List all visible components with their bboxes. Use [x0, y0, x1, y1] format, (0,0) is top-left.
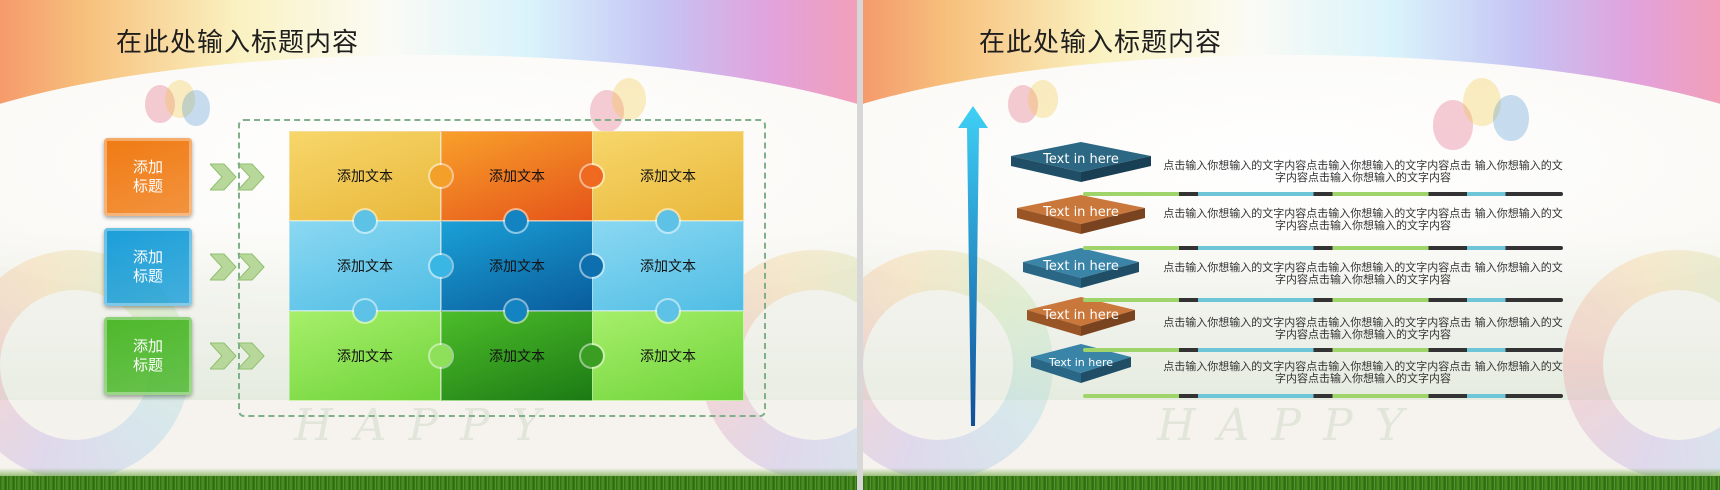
layer-description[interactable]: 点击输入你想输入的文字内容点击输入你想输入的文字内容点击 输入你想输入的文字内容… [1163, 316, 1563, 341]
puzzle-knob [354, 210, 376, 232]
puzzle-knob [657, 210, 679, 232]
balloon-decoration [1493, 95, 1529, 141]
balloon-decoration [1463, 78, 1501, 126]
layer-description[interactable]: 点击输入你想输入的文字内容点击输入你想输入的文字内容点击 输入你想输入的文字内容… [1163, 261, 1563, 286]
puzzle-knob [505, 300, 527, 322]
layer-label[interactable]: Text in here [1043, 308, 1119, 323]
divider-rule [1083, 394, 1563, 398]
puzzle-dashed-frame [238, 119, 766, 417]
puzzle-knob [430, 255, 452, 277]
puzzle-knob [505, 210, 527, 232]
puzzle-knob [581, 255, 603, 277]
puzzle-knob [581, 345, 603, 367]
balloon-decoration [145, 85, 175, 123]
double-chevron-icon [210, 163, 265, 191]
layer-label[interactable]: Text in here [1043, 205, 1119, 220]
puzzle-piece[interactable]: 添加文本 [592, 131, 744, 221]
puzzle-knob [581, 165, 603, 187]
side-title-label: 添加标题 [132, 337, 163, 374]
double-chevron-icon [210, 253, 265, 281]
puzzle-piece[interactable]: 添加文本 [289, 311, 441, 401]
puzzle-knob [430, 165, 452, 187]
puzzle-piece[interactable]: 添加文本 [592, 221, 744, 311]
puzzle-piece[interactable]: 添加文本 [289, 131, 441, 221]
layer-stack [1011, 142, 1151, 383]
grass-strip [863, 468, 1720, 490]
up-arrow-icon [958, 106, 988, 426]
divider-rule [1083, 298, 1563, 302]
balloon-decoration [182, 90, 210, 126]
rainbow-decoration [863, 250, 1053, 480]
slide-title[interactable]: 在此处输入标题内容 [116, 28, 360, 58]
puzzle-knob [430, 345, 452, 367]
balloon-decoration [590, 90, 624, 132]
slide-layers[interactable]: HAPPY 在此处输入标题内容 [863, 0, 1720, 490]
double-chevron-icon [210, 342, 265, 370]
layer-label[interactable]: Text in here [1048, 356, 1114, 369]
divider-rule [1083, 348, 1563, 352]
balloon-decoration [1028, 80, 1058, 118]
side-title-tile-green[interactable]: 添加标题 [104, 317, 192, 395]
happy-watermark: HAPPY [1157, 400, 1426, 451]
puzzle-piece[interactable]: 添加文本 [441, 221, 593, 311]
puzzle-knob [657, 300, 679, 322]
slide-puzzle[interactable]: HAPPY 在此处输入标题内容 添加标题 添加标题 添加标题 添加文本 添加文本… [0, 0, 857, 490]
layer-label[interactable]: Text in here [1043, 259, 1119, 274]
layer-label[interactable]: Text in here [1043, 152, 1119, 167]
side-title-label: 添加标题 [132, 248, 163, 285]
puzzle-piece[interactable]: 添加文本 [441, 311, 593, 401]
balloon-decoration [165, 80, 195, 118]
balloon-decoration [1008, 85, 1038, 123]
puzzle-piece[interactable]: 添加文本 [289, 221, 441, 311]
balloon-decoration [1433, 100, 1473, 150]
puzzle-piece[interactable]: 添加文本 [441, 131, 593, 221]
slide-title[interactable]: 在此处输入标题内容 [979, 28, 1223, 58]
layer-description[interactable]: 点击输入你想输入的文字内容点击输入你想输入的文字内容点击 输入你想输入的文字内容… [1163, 159, 1563, 184]
balloon-decoration [612, 78, 646, 120]
puzzle-knob [354, 300, 376, 322]
puzzle-grid: 添加文本 添加文本 添加文本 添加文本 添加文本 添加文本 添加文本 添加文本 … [289, 131, 744, 401]
side-title-label: 添加标题 [132, 158, 163, 195]
background-meadow [863, 230, 1720, 400]
divider-rule [1083, 246, 1563, 250]
puzzle-piece[interactable]: 添加文本 [592, 311, 744, 401]
layer-description[interactable]: 点击输入你想输入的文字内容点击输入你想输入的文字内容点击 输入你想输入的文字内容… [1163, 207, 1563, 232]
side-title-tile-blue[interactable]: 添加标题 [104, 228, 192, 306]
divider-rule [1083, 192, 1563, 196]
grass-strip [0, 468, 857, 490]
side-title-tile-orange[interactable]: 添加标题 [104, 138, 192, 216]
happy-watermark: HAPPY [294, 400, 563, 451]
layer-description[interactable]: 点击输入你想输入的文字内容点击输入你想输入的文字内容点击 输入你想输入的文字内容… [1163, 360, 1563, 385]
